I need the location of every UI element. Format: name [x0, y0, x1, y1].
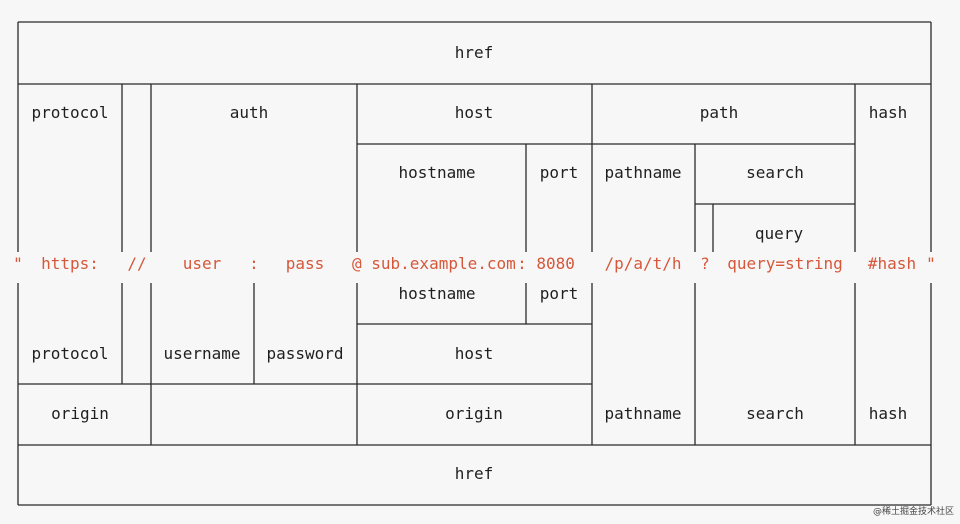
- protocol-top-label: protocol: [31, 103, 108, 122]
- url-pathname: /p/a/t/h: [604, 254, 681, 273]
- example-url: " https: // user : pass @ sub.example.co…: [13, 254, 936, 273]
- hash-bottom-label: hash: [869, 404, 908, 423]
- watermark: @稀土掘金技术社区: [873, 505, 954, 517]
- protocol-bottom-label: protocol: [31, 344, 108, 363]
- href-top-label: href: [455, 43, 494, 62]
- url-hostname: @ sub.example.com: [352, 254, 516, 273]
- password-label: password: [266, 344, 343, 363]
- top-labels: href protocol auth host path hash hostna…: [31, 43, 907, 243]
- host-bottom-label: host: [455, 344, 494, 363]
- port-top-label: port: [540, 163, 579, 182]
- origin-left-label: origin: [51, 404, 109, 423]
- query-label: query: [755, 224, 804, 243]
- horizontal-lines: [18, 21, 931, 506]
- path-label: path: [700, 103, 739, 122]
- pathname-top-label: pathname: [604, 163, 681, 182]
- search-bottom-label: search: [746, 404, 804, 423]
- origin-middle-label: origin: [445, 404, 503, 423]
- port-bottom-label: port: [540, 284, 579, 303]
- hostname-bottom-label: hostname: [398, 284, 475, 303]
- pathname-bottom-label: pathname: [604, 404, 681, 423]
- host-top-label: host: [455, 103, 494, 122]
- url-pass: pass: [286, 254, 325, 273]
- url-auth-colon: :: [249, 254, 259, 273]
- hash-top-label: hash: [869, 103, 908, 122]
- url-question-mark: ?: [700, 254, 710, 273]
- username-label: username: [163, 344, 240, 363]
- hostname-top-label: hostname: [398, 163, 475, 182]
- url-port: : 8080: [517, 254, 575, 273]
- bottom-labels: hostname port protocol username password…: [31, 284, 907, 483]
- url-protocol: https:: [41, 254, 99, 273]
- vertical-lines: [17, 22, 932, 505]
- href-bottom-label: href: [455, 464, 494, 483]
- auth-label: auth: [230, 103, 269, 122]
- url-query: query=string: [727, 254, 843, 273]
- url-close-quote: ": [926, 254, 936, 273]
- url-slashes: //: [127, 254, 146, 273]
- search-top-label: search: [746, 163, 804, 182]
- url-open-quote: ": [13, 254, 23, 273]
- url-hash: #hash: [868, 254, 916, 273]
- url-user: user: [183, 254, 222, 273]
